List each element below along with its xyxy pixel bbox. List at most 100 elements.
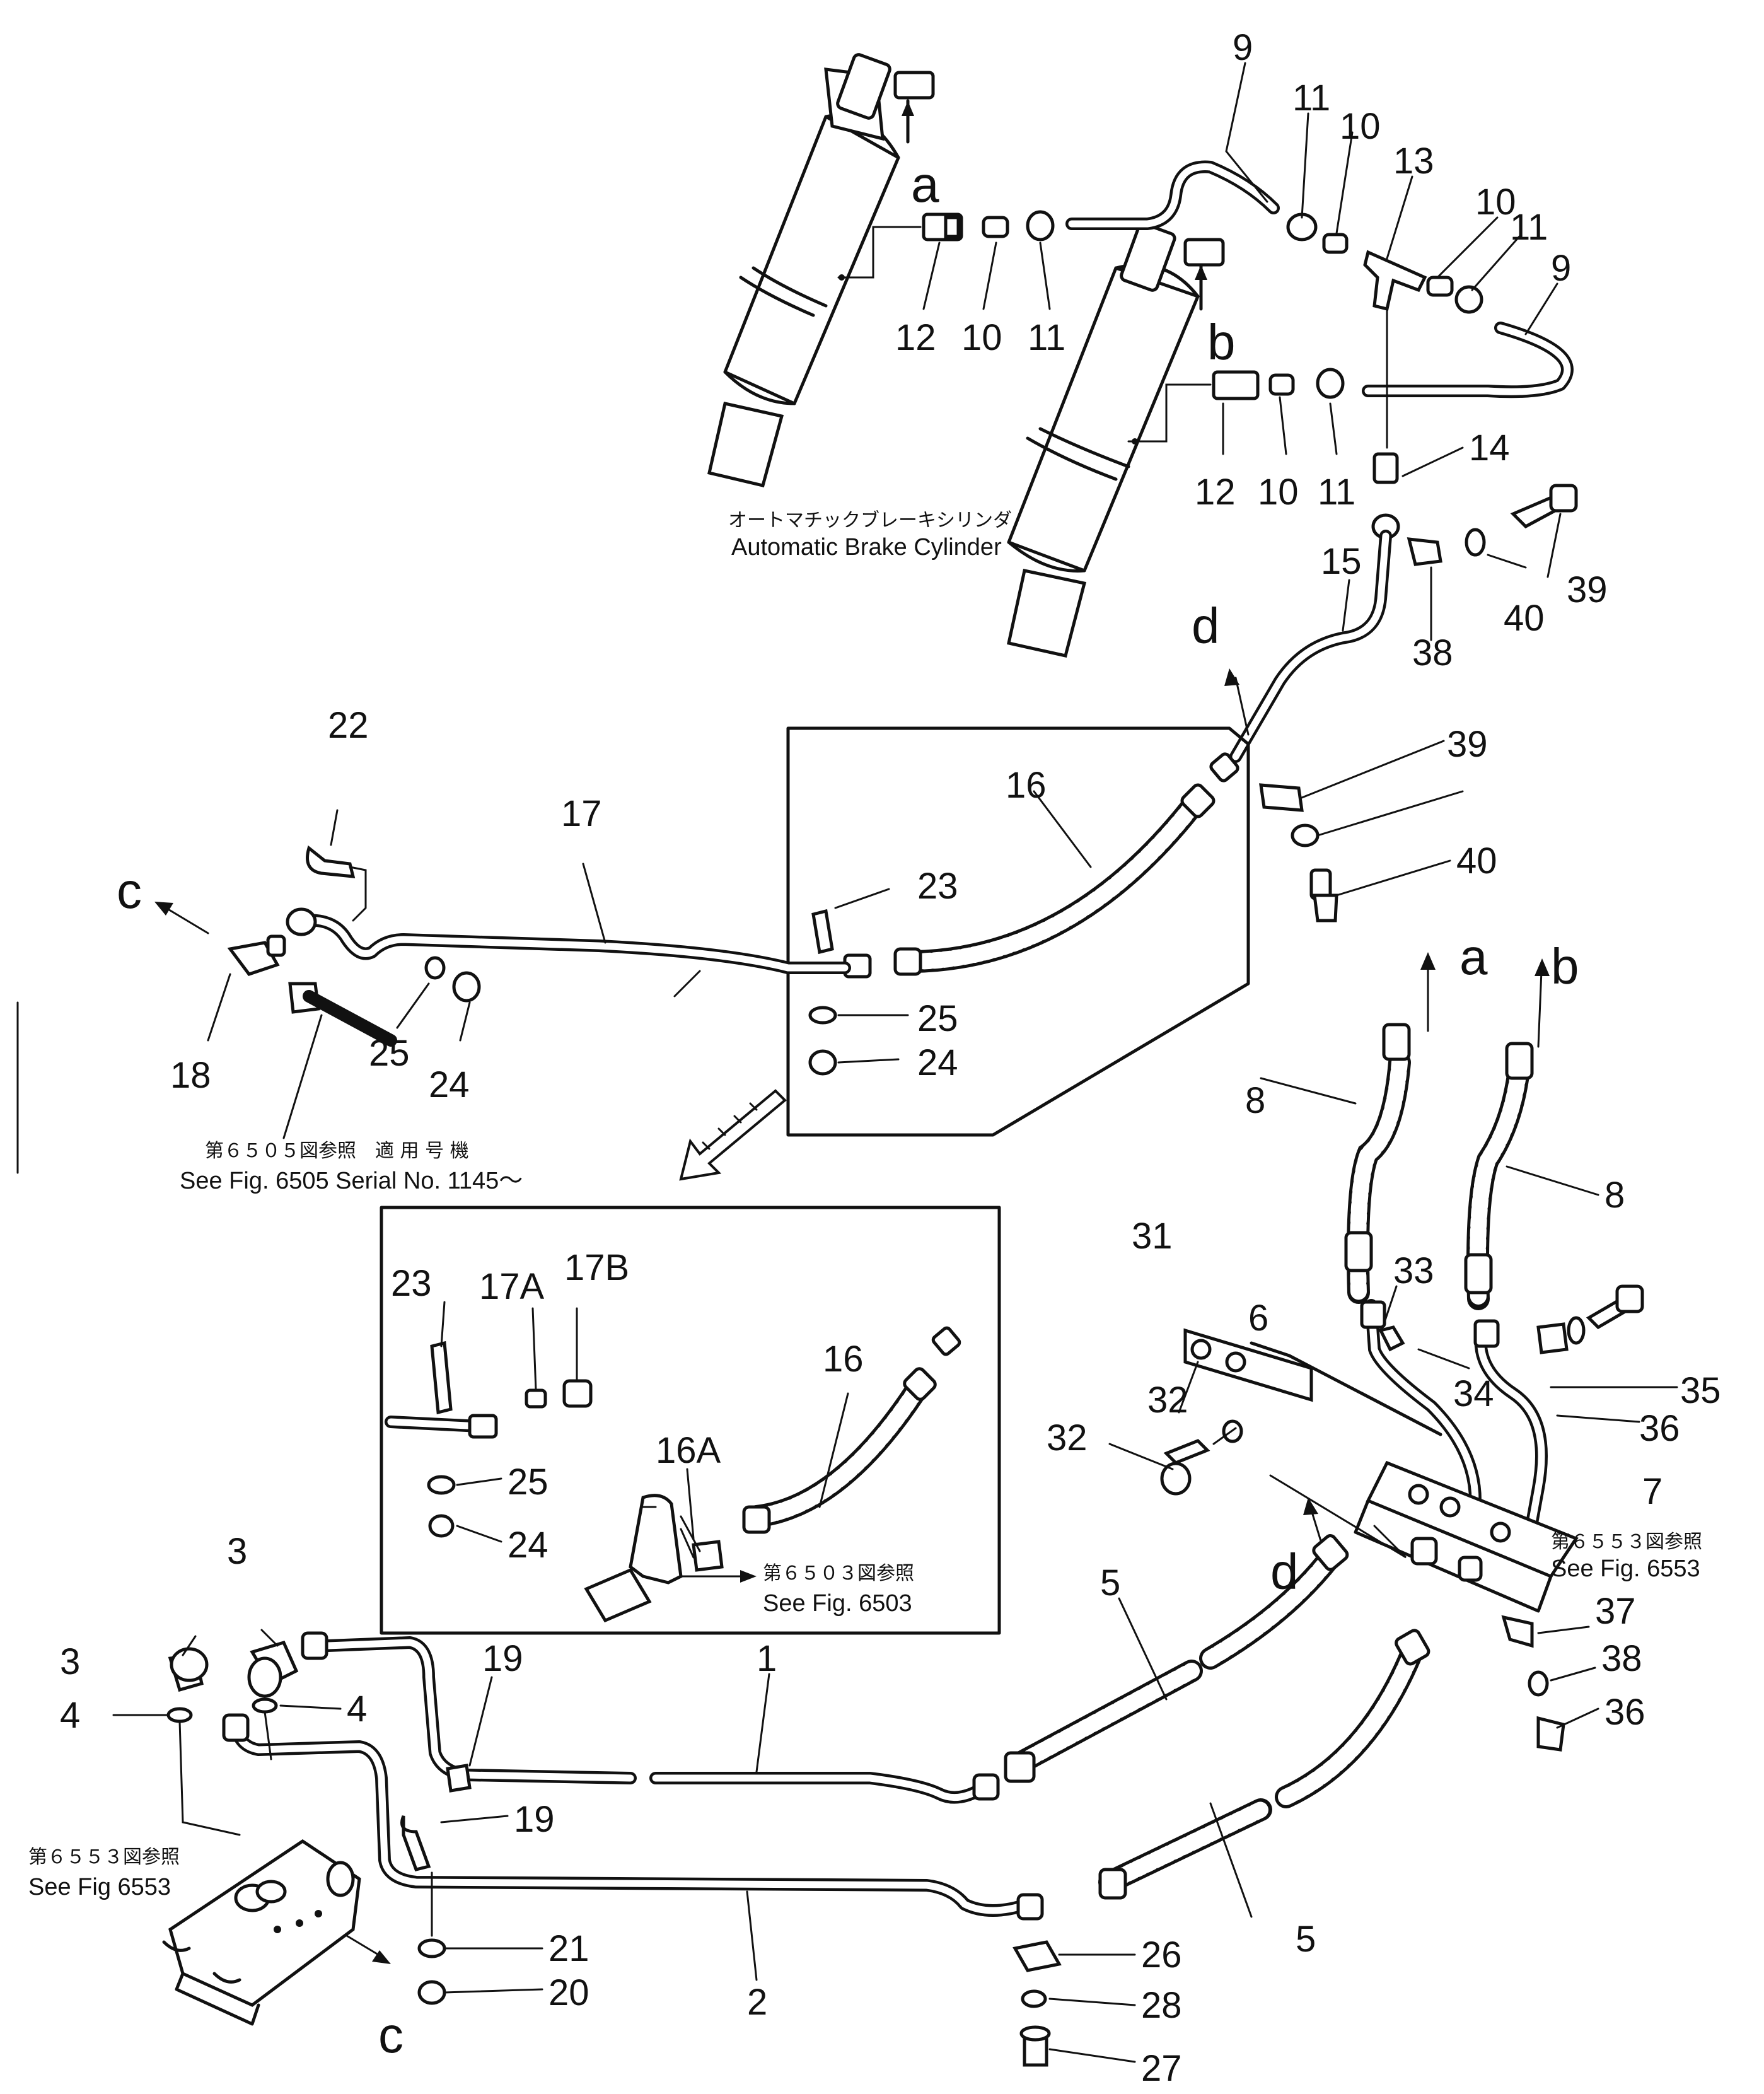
callout-4-left: 4 (60, 1695, 80, 1736)
callout-34: 36 (1639, 1408, 1680, 1449)
letter-a-right: a (1459, 929, 1488, 985)
letter-d-lower: d (1270, 1544, 1299, 1600)
letter-markers: a b d a b c d c (117, 156, 1579, 2063)
lower-left-fittings (166, 1631, 472, 2005)
letter-b-top: b (1207, 314, 1236, 370)
callout-6: 6 (1248, 1298, 1268, 1339)
detail-box-lower (380, 1206, 1001, 1635)
clamp-set-top (1407, 484, 1578, 566)
note-fig6503-en: See Fig. 6503 (763, 1590, 912, 1617)
callout-35: 37 (1595, 1591, 1636, 1632)
callout-32-right: 34 (1453, 1373, 1494, 1414)
callout-31: 32 (1147, 1380, 1188, 1421)
callout-16-box: 16 (823, 1339, 864, 1380)
letter-a-top: a (911, 156, 939, 212)
hatched-arrow (679, 1089, 787, 1181)
callout-9-right: 9 (1551, 248, 1571, 289)
letter-b-right: b (1551, 938, 1579, 994)
callout-38-mid: 39 (1447, 724, 1488, 765)
callout-8-right: 8 (1604, 1175, 1625, 1216)
callout-18: 18 (170, 1055, 211, 1096)
note-cylinder-jp: オートマチックブレーキシリンダ (728, 509, 1012, 532)
callout-22: 22 (328, 705, 369, 746)
note-fig6553b-jp: 第６５５３図参照 (28, 1846, 180, 1868)
callout-17A: 17A (479, 1266, 545, 1307)
top-fittings-a (922, 160, 1574, 449)
callout-16A: 16A (656, 1430, 721, 1471)
arrow-d-top (1234, 677, 1250, 736)
callout-9-top: 9 (1233, 27, 1253, 68)
callout-24-left: 24 (429, 1064, 470, 1105)
callout-40-top: 40 (1504, 598, 1545, 639)
callout-10-right: 10 (1475, 182, 1516, 223)
note-fig6553b-en: See Fig 6553 (28, 1874, 171, 1900)
callout-25-top: 25 (917, 998, 958, 1039)
callout-36: 36 (1604, 1692, 1645, 1733)
callout-10-top: 10 (1340, 106, 1381, 147)
callout-15: 15 (1321, 541, 1362, 582)
callout-3-right: 3 (227, 1531, 247, 1572)
callout-25-box: 25 (508, 1462, 548, 1503)
callout-20: 20 (548, 1972, 589, 2013)
letter-c-bottom: c (378, 2007, 403, 2063)
callout-14: 14 (1469, 428, 1510, 468)
callout-38-top: 38 (1412, 632, 1453, 673)
callout-17: 17 (561, 793, 602, 834)
callout-19-bottom: 19 (514, 1799, 555, 1840)
callout-23-box: 23 (391, 1263, 432, 1304)
clamp-set-right-lower (1501, 1615, 1565, 1752)
callout-27: 27 (1141, 2048, 1182, 2089)
left-fittings (154, 845, 481, 1047)
callout-8-left: 8 (1245, 1080, 1265, 1121)
callout-39-mid: 40 (1456, 841, 1497, 881)
notes: オートマチックブレーキシリンダ Automatic Brake Cylinder… (28, 509, 1702, 1900)
bracket-plate-right (1269, 1460, 1579, 1613)
callout-19-top: 19 (482, 1638, 523, 1679)
callout-10-a: 10 (961, 317, 1002, 358)
callout-1: 1 (757, 1638, 777, 1679)
callout-16-top: 16 (1006, 765, 1047, 806)
callout-11-right: 11 (1510, 207, 1548, 248)
callout-11-b: 11 (1318, 472, 1355, 513)
note-fig6503-jp: 第６５０３図参照 (763, 1562, 914, 1585)
note-cylinder-en: Automatic Brake Cylinder (731, 534, 1002, 561)
callout-3-left: 3 (60, 1641, 80, 1682)
callout-23-top: 23 (917, 866, 958, 907)
note-fig6505-en: See Fig. 6505 Serial No. 1145～ (180, 1168, 523, 1194)
callout-12-a: 12 (895, 317, 936, 358)
callout-28: 28 (1141, 1985, 1182, 2026)
callout-13: 13 (1393, 141, 1434, 182)
callout-33: 35 (1680, 1370, 1721, 1411)
letter-c-left: c (117, 863, 142, 919)
callout-17B: 17B (564, 1247, 629, 1288)
callout-24-top: 24 (917, 1042, 958, 1083)
detail-box-upper (786, 726, 1250, 1137)
callout-37: 38 (1601, 1638, 1642, 1679)
clamp-set-middle (1259, 783, 1338, 922)
brake-cylinder-right (1007, 222, 1225, 658)
callout-25-left: 25 (369, 1033, 410, 1074)
letter-d-top: d (1192, 598, 1220, 654)
callout-4-right: 4 (347, 1689, 367, 1730)
top-fittings-b (1212, 368, 1400, 540)
pipes-6-7 (1360, 1299, 1548, 1564)
note-fig6553-jp: 第６５５３図参照 (1551, 1531, 1702, 1553)
callout-numbers: 9 11 10 13 10 11 9 12 10 11 12 10 11 14 … (60, 27, 1721, 2089)
callout-11-a: 11 (1028, 317, 1065, 358)
clamp-set-bottom (1013, 1940, 1062, 2067)
callout-7: 7 (1642, 1471, 1662, 1512)
hoses-5 (1004, 1534, 1483, 1900)
callout-21: 21 (548, 1928, 589, 1969)
note-fig6553-en: See Fig. 6553 (1551, 1556, 1700, 1582)
callout-24-box: 24 (508, 1525, 548, 1566)
callout-30: 32 (1047, 1417, 1088, 1458)
callout-32-top: 33 (1393, 1250, 1434, 1291)
callout-2: 2 (747, 1982, 767, 2023)
callout-29: 31 (1132, 1216, 1173, 1257)
callout-10-b: 10 (1258, 472, 1299, 513)
callout-5-top: 5 (1100, 1562, 1120, 1603)
pipes-1-2 (230, 1636, 1044, 1921)
control-valve (162, 1839, 391, 2026)
callout-5-bottom: 5 (1296, 1919, 1316, 1960)
